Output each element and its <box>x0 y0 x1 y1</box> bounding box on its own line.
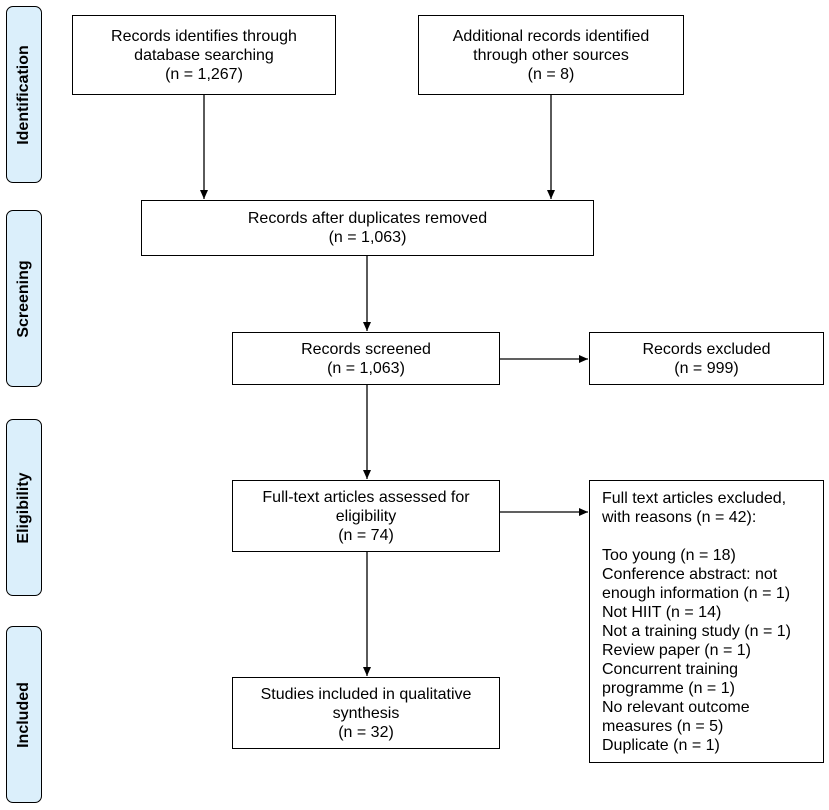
reason-line: Conference abstract: not <box>602 566 778 583</box>
box-database-count: (n = 1,267) <box>165 65 243 83</box>
box-studies-included: Studies included in qualitative synthesi… <box>232 677 500 749</box>
box-fulltext-line-1: Full-text articles assessed for <box>262 488 470 506</box>
box-fulltext-assessed: Full-text articles assessed for eligibil… <box>232 480 500 552</box>
box-other-sources-line-1: Additional records identified <box>452 27 650 45</box>
box-other-sources-line-2: through other sources <box>473 46 629 64</box>
box-records-excluded: Records excluded (n = 999) <box>589 332 824 385</box>
reason-line: Not HIIT (n = 14) <box>602 604 722 621</box>
fulltext-excluded-heading-line-1: Full text articles excluded, <box>602 490 787 507</box>
box-database-line-2: database searching <box>134 46 274 64</box>
box-records-screened: Records screened (n = 1,063) <box>232 332 500 385</box>
box-screened-count: (n = 1,063) <box>327 359 405 377</box>
fulltext-excluded-heading: Full text articles excluded, with reason… <box>602 489 813 527</box>
phase-included: Included <box>6 626 42 803</box>
box-included-line-2: synthesis <box>332 704 400 722</box>
box-screened-line-1: Records screened <box>301 340 431 358</box>
box-fulltext-count: (n = 74) <box>338 526 394 544</box>
reason-line: Not a training study (n = 1) <box>602 623 791 640</box>
box-database-line-1: Records identifies through <box>111 27 297 45</box>
box-database-records: Records identifies through database sear… <box>72 15 336 95</box>
box-included-line-1: Studies included in qualitative <box>260 685 472 703</box>
box-other-sources: Additional records identified through ot… <box>418 15 684 95</box>
box-duplicates-removed-line-1: Records after duplicates removed <box>247 210 488 227</box>
reason-line: programme (n = 1) <box>602 680 735 697</box>
phase-screening: Screening <box>6 210 42 387</box>
box-fulltext-excluded: Full text articles excluded, with reason… <box>589 480 824 763</box>
box-duplicates-removed-count: (n = 1,063) <box>328 229 407 246</box>
box-excluded-count: (n = 999) <box>674 359 739 377</box>
reason-line: measures (n = 5) <box>602 718 724 735</box>
reason-line: enough information (n = 1) <box>602 585 791 602</box>
reason-line: No relevant outcome <box>602 699 750 716</box>
phase-identification: Identification <box>6 6 42 183</box>
reason-line: Duplicate (n = 1) <box>602 737 720 754</box>
box-excluded-line-1: Records excluded <box>642 340 771 358</box>
reason-line: Too young (n = 18) <box>602 547 736 564</box>
fulltext-excluded-reasons: Too young (n = 18) Conference abstract: … <box>602 546 813 755</box>
fulltext-excluded-heading-line-2: with reasons (n = 42): <box>602 509 757 526</box>
phase-eligibility: Eligibility <box>6 419 42 596</box>
box-other-sources-count: (n = 8) <box>527 65 575 83</box>
reason-line: Concurrent training <box>602 661 739 678</box>
box-fulltext-line-2: eligibility <box>335 507 397 525</box>
box-duplicates-removed: Records after duplicates removed (n = 1,… <box>141 200 594 256</box>
box-included-count: (n = 32) <box>338 723 394 741</box>
reason-line: Review paper (n = 1) <box>602 642 751 659</box>
